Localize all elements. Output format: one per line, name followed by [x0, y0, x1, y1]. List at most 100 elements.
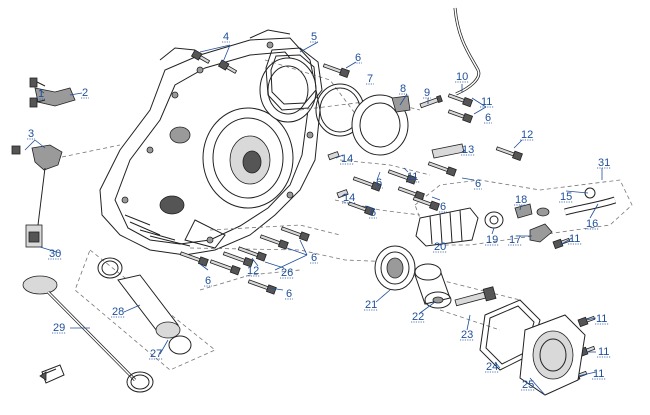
- callout-labels: 1 2 3 4 5 6 6 6 6 6 6 6 6 6 7 8 9 10 11 …: [27, 31, 611, 391]
- svg-text:6: 6: [205, 275, 211, 287]
- bearing-spacer-bolt: [374, 245, 497, 309]
- svg-text:6: 6: [376, 177, 382, 189]
- breather-assembly: [415, 187, 617, 247]
- svg-text:11: 11: [481, 96, 492, 108]
- callout-26: 26: [280, 267, 294, 279]
- svg-text:30: 30: [49, 248, 61, 260]
- svg-text:29: 29: [53, 322, 65, 334]
- callout-6g: 6: [310, 252, 318, 264]
- svg-text:12: 12: [521, 129, 533, 141]
- svg-text:21: 21: [365, 299, 377, 311]
- svg-text:1: 1: [38, 88, 44, 100]
- gasket-and-cover-parts: [265, 47, 411, 156]
- callout-25: 25: [521, 379, 535, 391]
- callout-6d: 6: [474, 178, 482, 190]
- svg-text:22: 22: [412, 311, 424, 323]
- callout-6e: 6: [369, 207, 377, 219]
- svg-text:25: 25: [522, 379, 534, 391]
- svg-text:10: 10: [456, 71, 468, 83]
- svg-text:5: 5: [311, 31, 317, 43]
- callout-10: 10: [455, 71, 469, 83]
- svg-text:6: 6: [286, 288, 292, 300]
- svg-text:26: 26: [281, 267, 293, 279]
- svg-text:12: 12: [247, 265, 259, 277]
- callout-21: 21: [364, 299, 378, 311]
- svg-text:15: 15: [560, 191, 572, 203]
- svg-text:7: 7: [367, 73, 373, 85]
- callout-19: 19: [485, 234, 499, 246]
- svg-text:4: 4: [223, 31, 229, 43]
- callout-23: 23: [460, 329, 474, 341]
- svg-text:11: 11: [407, 171, 418, 183]
- callout-20: 20: [433, 241, 447, 253]
- callout-30: 30: [48, 248, 62, 260]
- callout-11a: 11: [480, 96, 494, 108]
- svg-text:6: 6: [485, 112, 491, 124]
- callout-3: 3: [27, 128, 35, 140]
- callout-9: 9: [423, 87, 431, 99]
- crankcase-cover: [99, 29, 321, 256]
- svg-text:11: 11: [596, 313, 607, 325]
- front-arrow-icon: [39, 364, 65, 384]
- svg-text:23: 23: [461, 329, 473, 341]
- svg-text:2: 2: [82, 87, 88, 99]
- svg-text:31: 31: [598, 157, 610, 169]
- callout-18: 18: [514, 194, 528, 206]
- svg-text:17: 17: [509, 234, 521, 246]
- callout-4: 4: [222, 31, 230, 43]
- speed-sensor-assembly: [11, 144, 63, 248]
- callout-6b: 6: [484, 112, 492, 124]
- callout-8: 8: [399, 83, 407, 95]
- callout-29: 29: [52, 322, 66, 334]
- svg-text:24: 24: [486, 361, 498, 373]
- svg-text:20: 20: [434, 241, 446, 253]
- outer-cover-parts: [479, 299, 586, 396]
- callout-6c: 6: [375, 177, 383, 189]
- svg-text:3: 3: [28, 128, 34, 140]
- callout-2: 2: [81, 87, 89, 99]
- callout-27: 27: [149, 348, 163, 360]
- callout-14a: 14: [340, 153, 354, 165]
- svg-text:11: 11: [598, 346, 609, 358]
- callout-13: 13: [461, 144, 475, 156]
- callout-7: 7: [366, 73, 374, 85]
- callout-17: 17: [508, 234, 522, 246]
- callout-11f: 11: [592, 368, 606, 380]
- svg-text:18: 18: [515, 194, 527, 206]
- callout-31: 31: [597, 157, 611, 169]
- callout-28: 28: [111, 306, 125, 318]
- svg-text:6: 6: [440, 201, 446, 213]
- callout-12a: 12: [520, 129, 534, 141]
- plate-and-dowel-pins: [327, 143, 465, 199]
- sensor-bracket: [29, 77, 76, 108]
- callout-1: 1: [37, 88, 45, 100]
- callout-6h: 6: [204, 275, 212, 287]
- callout-11b: 11: [406, 171, 420, 183]
- svg-text:14: 14: [341, 153, 353, 165]
- callout-14b: 14: [342, 192, 356, 204]
- callout-24: 24: [485, 361, 499, 373]
- callout-12b: 12: [246, 265, 260, 277]
- svg-text:8: 8: [400, 83, 406, 95]
- svg-text:19: 19: [486, 234, 498, 246]
- callout-6f: 6: [439, 201, 447, 213]
- svg-text:6: 6: [370, 207, 376, 219]
- svg-text:9: 9: [424, 87, 430, 99]
- svg-text:11: 11: [593, 368, 604, 380]
- svg-text:13: 13: [462, 144, 474, 156]
- pin-and-breather-hose: [419, 7, 481, 109]
- callout-11d: 11: [595, 313, 609, 325]
- callout-6i: 6: [285, 288, 293, 300]
- svg-text:16: 16: [586, 218, 598, 230]
- svg-text:6: 6: [311, 252, 317, 264]
- callout-15: 15: [559, 191, 573, 203]
- svg-text:27: 27: [150, 348, 162, 360]
- svg-text:11: 11: [569, 233, 580, 245]
- callout-22: 22: [411, 311, 425, 323]
- callout-16: 16: [585, 218, 599, 230]
- svg-text:6: 6: [475, 178, 481, 190]
- callout-6a: 6: [354, 52, 362, 64]
- svg-text:28: 28: [112, 306, 124, 318]
